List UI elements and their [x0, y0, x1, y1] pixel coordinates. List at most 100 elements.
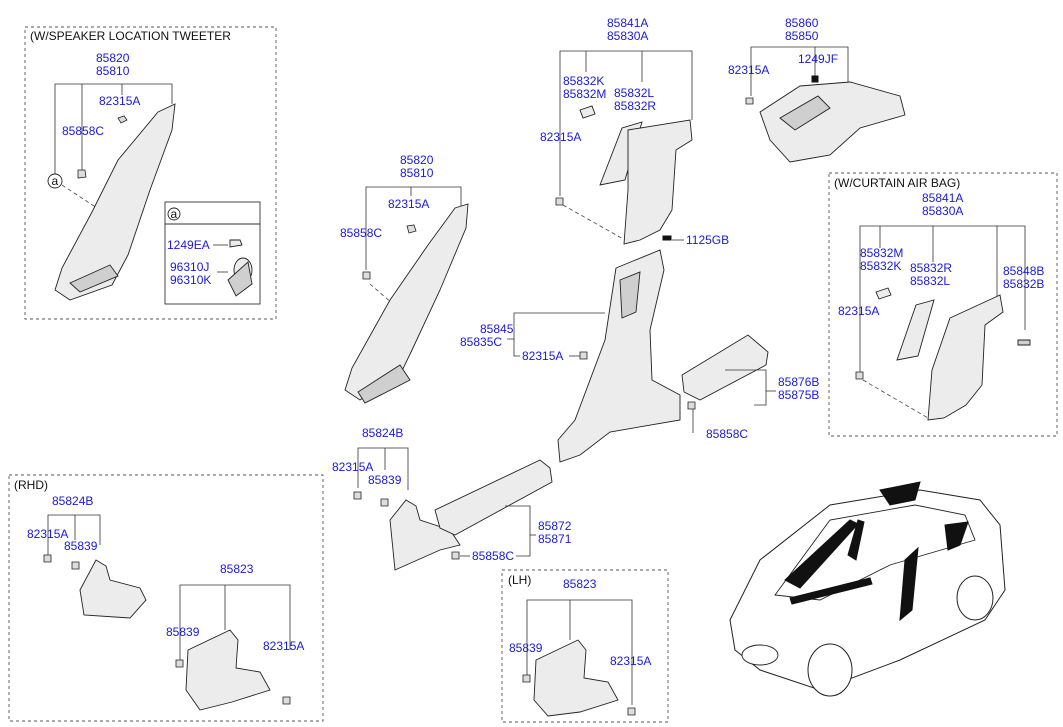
b-pillar-upper-group: 85841A 85830A 85832K 85832M 85832L 85832… [540, 16, 729, 247]
label-85824B: 85824B [52, 494, 93, 508]
label-85845: 85845 [480, 322, 514, 336]
clip-82315A [627, 707, 636, 716]
label-85871: 85871 [538, 532, 572, 546]
label-85832K: 85832K [860, 259, 901, 273]
leader-line [47, 514, 101, 555]
trim-pocket [779, 95, 831, 131]
label-85848B: 85848B [1003, 264, 1044, 278]
label-85832R: 85832R [614, 99, 656, 113]
tweeter-box-title: (W/SPEAKER LOCATION TWEETER [30, 29, 231, 43]
label-82315A: 82315A [99, 94, 140, 108]
label-85841A: 85841A [607, 16, 648, 30]
rhd-box-frame [8, 474, 324, 722]
label-85832M: 85832M [563, 87, 606, 101]
label-82315A: 82315A [263, 639, 304, 653]
label-85823: 85823 [220, 562, 254, 576]
inset-a-text: a [171, 207, 178, 221]
label-85860: 85860 [785, 16, 819, 30]
inset-a-marker [167, 207, 181, 221]
label-85850: 85850 [785, 29, 819, 43]
car-rear-wheel [956, 575, 994, 621]
trim-highlight-a-pillar-inner [847, 519, 865, 561]
lh-variant-box: (LH) 85823 85839 82315A [501, 569, 669, 723]
label-85835C: 85835C [460, 335, 502, 349]
clip-82315A [117, 115, 128, 124]
leader-line [54, 83, 173, 175]
label-85832B: 85832B [1003, 277, 1044, 291]
label-85832L: 85832L [910, 274, 950, 288]
clip-82315A [555, 197, 564, 206]
label-85839: 85839 [368, 473, 402, 487]
label-85839: 85839 [64, 539, 98, 553]
a-pillar-trim-base [357, 364, 411, 404]
label-82315A: 82315A [388, 197, 429, 211]
clip-85858C [77, 169, 87, 179]
clip-85839 [71, 561, 80, 570]
leader-line [513, 339, 520, 357]
front-scuff-plate [434, 459, 553, 536]
label-85875B: 85875B [778, 388, 819, 402]
seatbelt-cap [579, 105, 596, 119]
leader-line [859, 225, 1026, 372]
clip-82315A [353, 491, 362, 500]
label-1125GB: 1125GB [686, 233, 729, 247]
dashed-leader [862, 379, 929, 419]
label-82315A: 82315A [522, 349, 563, 363]
label-1249EA: 1249EA [167, 238, 210, 252]
clip-82315A [745, 97, 754, 105]
clip-85839 [522, 674, 531, 683]
label-85832K: 85832K [563, 74, 604, 88]
trim-highlight-b-pillar [899, 546, 919, 622]
label-85858C: 85858C [706, 427, 748, 441]
leader-line [750, 46, 849, 96]
label-85876B: 85876B [778, 375, 819, 389]
label-85872: 85872 [538, 519, 572, 533]
label-85832M: 85832M [860, 246, 903, 260]
clip-85839 [380, 498, 389, 507]
lower-cover [533, 639, 619, 717]
rear-scuff-plate [681, 334, 769, 401]
leader-line [179, 584, 291, 660]
trim-highlight-rear [879, 481, 921, 506]
dashed-leader [562, 204, 626, 241]
tweeter-bracket [227, 261, 253, 297]
screw-1249EA [229, 239, 243, 248]
trim-highlight-sill [789, 577, 873, 605]
label-85820: 85820 [96, 51, 130, 65]
label-85824B: 85824B [362, 426, 403, 440]
kick-panel [79, 559, 147, 619]
label-85830A: 85830A [922, 204, 963, 218]
label-85830A: 85830A [607, 29, 648, 43]
airbag-box-title: (W/CURTAIN AIR BAG) [834, 176, 960, 190]
label-96310J: 96310J [170, 260, 209, 274]
clip-82315A [43, 554, 52, 563]
clip-82315A [855, 371, 864, 380]
label-85832R: 85832R [910, 261, 952, 275]
label-82315A: 82315A [838, 304, 879, 318]
b-pillar-upper-trim [927, 294, 1004, 421]
label-85858C: 85858C [472, 549, 514, 563]
car-locator-illustration [729, 481, 1006, 697]
leader-line [559, 50, 693, 196]
clip-85848B [1017, 339, 1031, 346]
label-82315A: 82315A [610, 654, 651, 668]
label-82315A: 82315A [540, 130, 581, 144]
label-85841A: 85841A [922, 191, 963, 205]
clip-85858C [451, 551, 460, 560]
dashed-leader [61, 184, 101, 211]
leader-line [526, 599, 633, 705]
kick-panel-group: 85824B 82315A 85839 85872 85871 85858C [332, 426, 572, 571]
label-85832L: 85832L [614, 86, 654, 100]
tweeter-box-frame [24, 26, 277, 320]
rear-trim-group: 85860 85850 82315A 1249JF [728, 16, 906, 163]
car-front-wheel [807, 643, 853, 697]
b-pillar-lower-group: 85845 85835C 82315A [460, 249, 681, 463]
label-85858C: 85858C [62, 124, 104, 138]
label-85820: 85820 [400, 153, 434, 167]
leader-line [725, 369, 767, 406]
label-85810: 85810 [400, 166, 434, 180]
airbag-variant-box: (W/CURTAIN AIR BAG) 85841A 85830A 85832M… [828, 172, 1058, 437]
label-96310K: 96310K [170, 273, 211, 287]
label-85839: 85839 [509, 641, 543, 655]
